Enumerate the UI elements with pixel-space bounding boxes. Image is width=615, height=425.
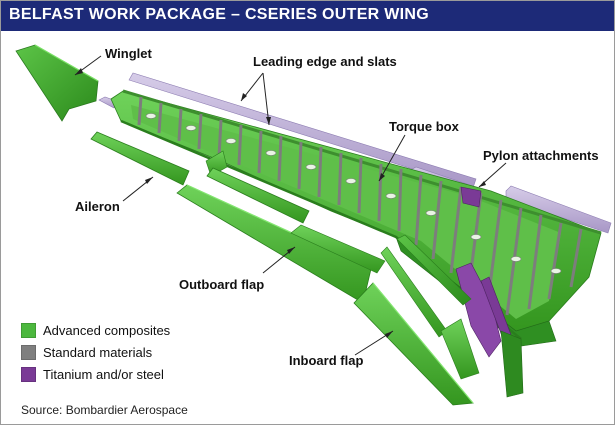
label-inboard-flap: Inboard flap bbox=[289, 353, 364, 368]
label-outboard-flap: Outboard flap bbox=[179, 277, 265, 292]
te-panel-inboard bbox=[396, 234, 472, 306]
winglet-edge bbox=[34, 44, 99, 82]
torque-box-leader bbox=[378, 134, 406, 182]
leading-edge-leader-b bbox=[262, 72, 270, 126]
legend-swatch-standard bbox=[21, 344, 36, 360]
label-leading-edge: Leading edge and slats bbox=[253, 54, 397, 69]
legend-label-standard: Standard materials bbox=[43, 344, 153, 360]
slat-outer bbox=[128, 72, 477, 189]
legend-item-titanium: Titanium and/or steel bbox=[21, 365, 170, 383]
winglet-part bbox=[15, 44, 99, 122]
label-torque-box: Torque box bbox=[389, 119, 459, 134]
legend: Advanced composites Standard materials T… bbox=[21, 321, 170, 387]
aileron-part bbox=[90, 131, 190, 186]
inboard-fairing bbox=[500, 330, 524, 398]
legend-item-composites: Advanced composites bbox=[21, 321, 170, 339]
label-aileron: Aileron bbox=[75, 199, 120, 214]
source-credit: Source: Bombardier Aerospace bbox=[21, 403, 188, 417]
te-panel-mid bbox=[290, 224, 386, 274]
access-holes bbox=[145, 113, 562, 274]
pylon-attachment-upper bbox=[460, 186, 482, 208]
inboard-small-panel bbox=[440, 318, 480, 380]
torque-box-lower bbox=[395, 236, 557, 347]
legend-item-standard: Standard materials bbox=[21, 343, 170, 361]
outboard-te-panel bbox=[206, 167, 310, 224]
inboard-flap-edge bbox=[372, 282, 474, 404]
label-pylon-attachments: Pylon attachments bbox=[483, 148, 599, 163]
title-bar: BELFAST WORK PACKAGE – CSERIES OUTER WIN… bbox=[1, 1, 614, 31]
pylon-attachment-lower bbox=[455, 262, 502, 358]
legend-swatch-titanium bbox=[21, 366, 36, 382]
label-winglet: Winglet bbox=[105, 46, 152, 61]
legend-swatch-composites bbox=[21, 322, 36, 338]
figure-title: BELFAST WORK PACKAGE – CSERIES OUTER WIN… bbox=[9, 6, 430, 23]
leader-arrowheads bbox=[75, 68, 486, 338]
legend-label-titanium: Titanium and/or steel bbox=[43, 366, 164, 382]
legend-label-composites: Advanced composites bbox=[43, 322, 171, 338]
